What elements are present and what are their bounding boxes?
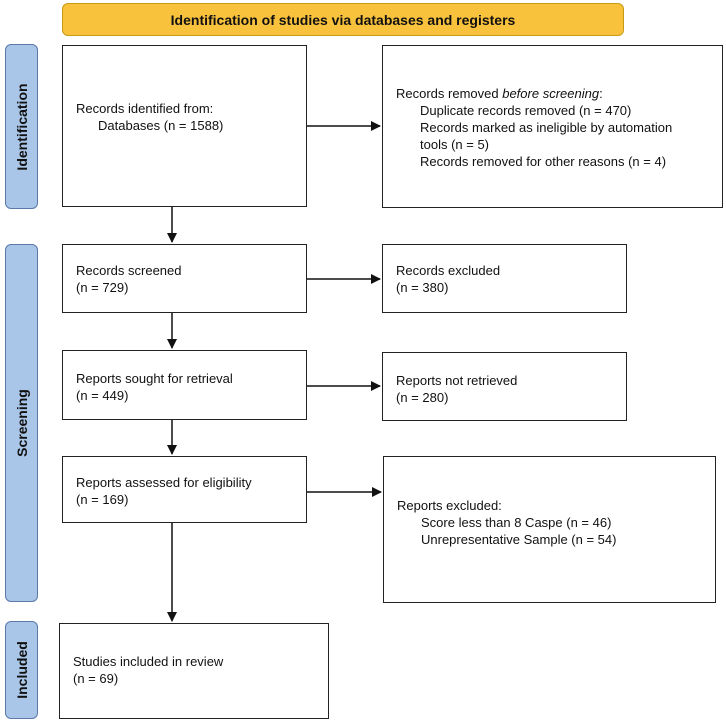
records-removed-title-prefix: Records removed [396, 86, 503, 101]
reports-excluded-box: Reports excluded: Score less than 8 Casp… [383, 456, 716, 603]
reports-excluded-caspe: Score less than 8 Caspe (n = 46) [421, 515, 612, 530]
studies-included-count: (n = 69) [73, 671, 119, 686]
reports-assessed-count: (n = 169) [76, 492, 129, 507]
reports-not-retrieved-count: (n = 280) [396, 390, 449, 405]
records-excluded-box: Records excluded (n = 380) [382, 244, 627, 313]
records-removed-title: Records removed before screening: [396, 85, 722, 102]
studies-included-box: Studies included in review (n = 69) [59, 623, 329, 719]
records-screened-box: Records screened (n = 729) [62, 244, 307, 313]
other-reasons-removed: Records removed for other reasons (n = 4… [420, 154, 667, 169]
reports-excluded-title: Reports excluded: [397, 498, 502, 513]
reports-not-retrieved-box: Reports not retrieved (n = 280) [382, 352, 627, 421]
phase-included: Included [5, 621, 38, 719]
ineligible-automation-line2: tools (n = 5) [420, 137, 490, 152]
reports-sought-box: Reports sought for retrieval (n = 449) [62, 350, 307, 420]
records-removed-title-suffix: : [599, 86, 603, 101]
studies-included-title: Studies included in review [73, 654, 224, 669]
ineligible-automation-line1: Records marked as ineligible by automati… [420, 120, 673, 135]
records-identified-title: Records identified from: [76, 101, 214, 116]
records-removed-box: Records removed before screening: Duplic… [382, 45, 723, 208]
reports-not-retrieved-title: Reports not retrieved [396, 373, 518, 388]
records-screened-title: Records screened [76, 263, 182, 278]
records-removed-title-emph: before screening [502, 86, 600, 101]
phase-identification: Identification [5, 44, 38, 209]
header-banner: Identification of studies via databases … [62, 3, 624, 36]
header-title: Identification of studies via databases … [170, 11, 516, 28]
records-identified-databases: Databases (n = 1588) [98, 118, 224, 133]
duplicates-removed: Duplicate records removed (n = 470) [420, 103, 632, 118]
reports-assessed-title: Reports assessed for eligibility [76, 475, 252, 490]
reports-assessed-box: Reports assessed for eligibility (n = 16… [62, 456, 307, 523]
records-identified-box: Records identified from: Databases (n = … [62, 45, 307, 207]
phase-screening: Screening [5, 244, 38, 602]
reports-excluded-sample: Unrepresentative Sample (n = 54) [421, 532, 617, 547]
records-excluded-count: (n = 380) [396, 280, 449, 295]
records-excluded-title: Records excluded [396, 263, 501, 278]
reports-sought-title: Reports sought for retrieval [76, 371, 233, 386]
reports-sought-count: (n = 449) [76, 388, 129, 403]
records-screened-count: (n = 729) [76, 280, 129, 295]
